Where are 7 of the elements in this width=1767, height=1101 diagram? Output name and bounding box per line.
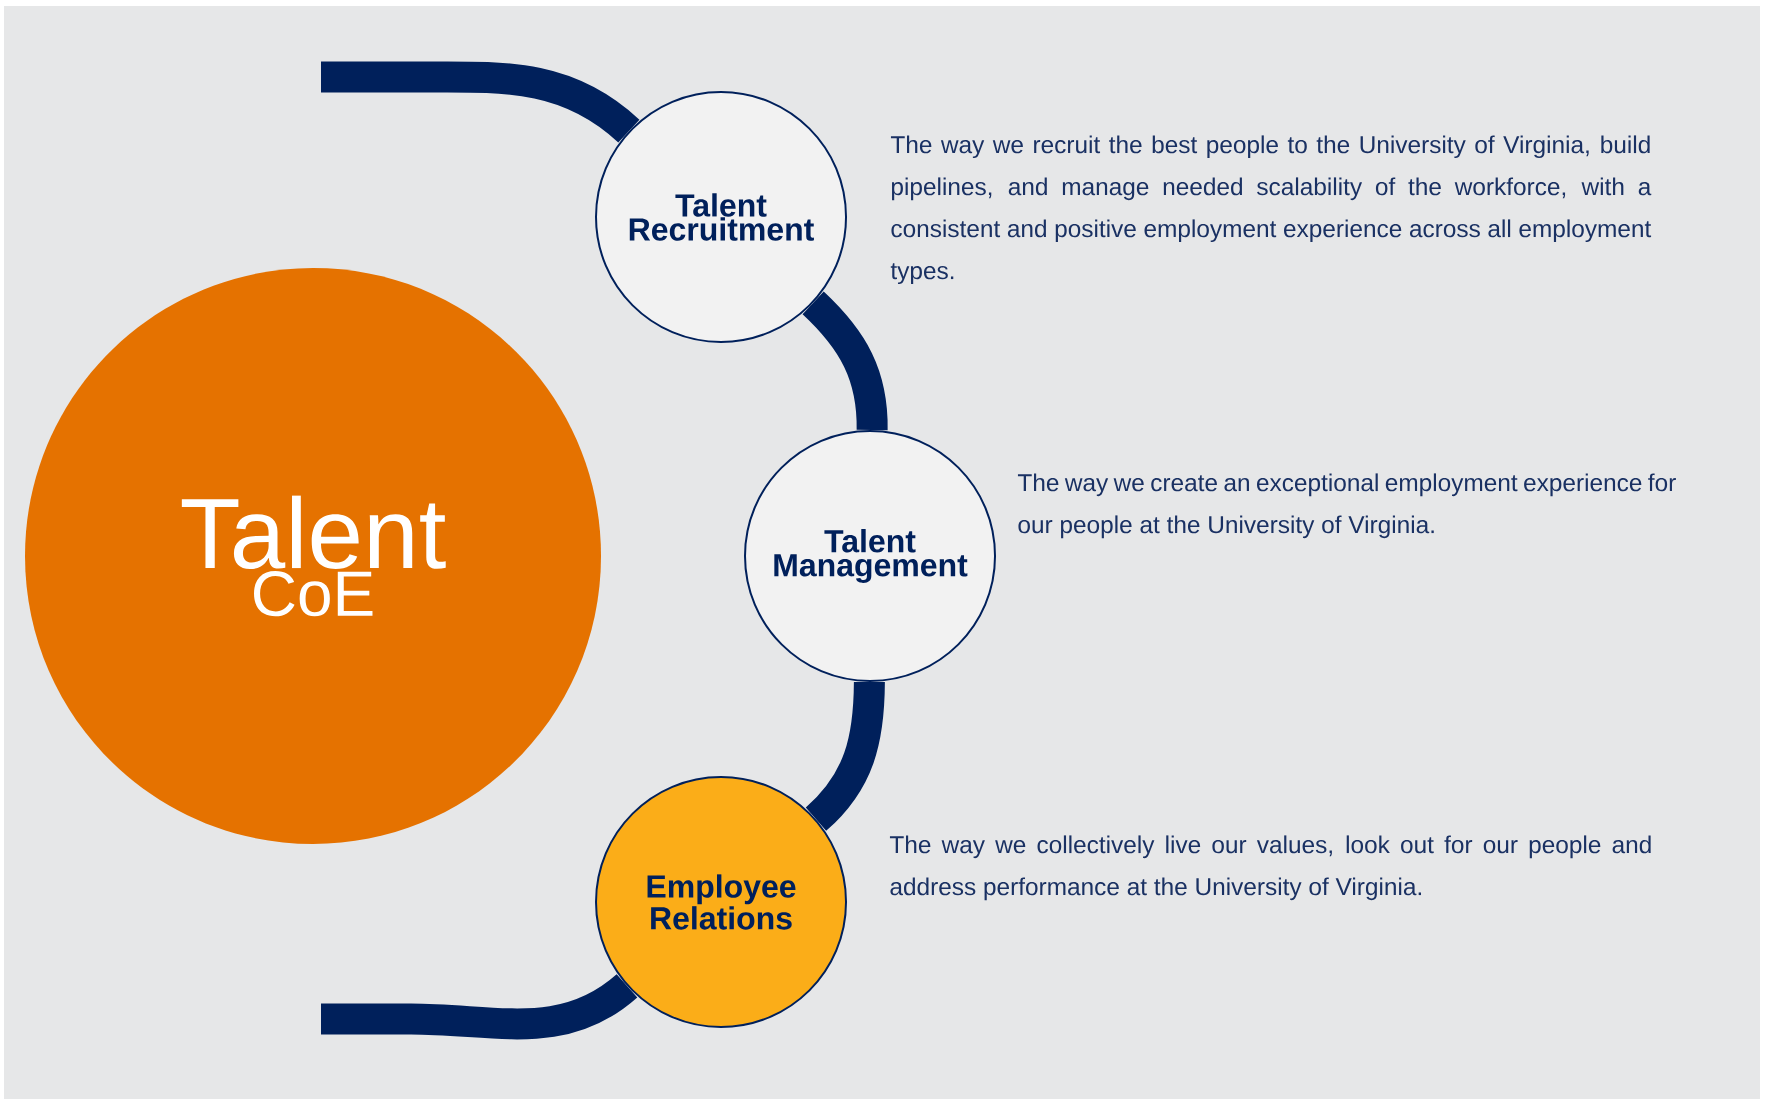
description-text: The way we create an exceptional employment experience for our people at the University of Virginia. [1017,473,1676,539]
circle-node: Talent Recruitment [595,91,847,343]
circle-node: Talent Management [744,430,996,682]
circle-node: Talent CoE [25,268,601,844]
circle-node: Employee Relations [595,776,847,1028]
description-text: The way we recruit the best people to the University of Virginia, build pipelines, and manage needed scalability of the workforce, with a consistent and positive employment experience across all employment types. [890,135,1652,285]
description-text: The way we collectively live our values, look out for our people and address performance at the University of Virginia. [889,835,1651,901]
